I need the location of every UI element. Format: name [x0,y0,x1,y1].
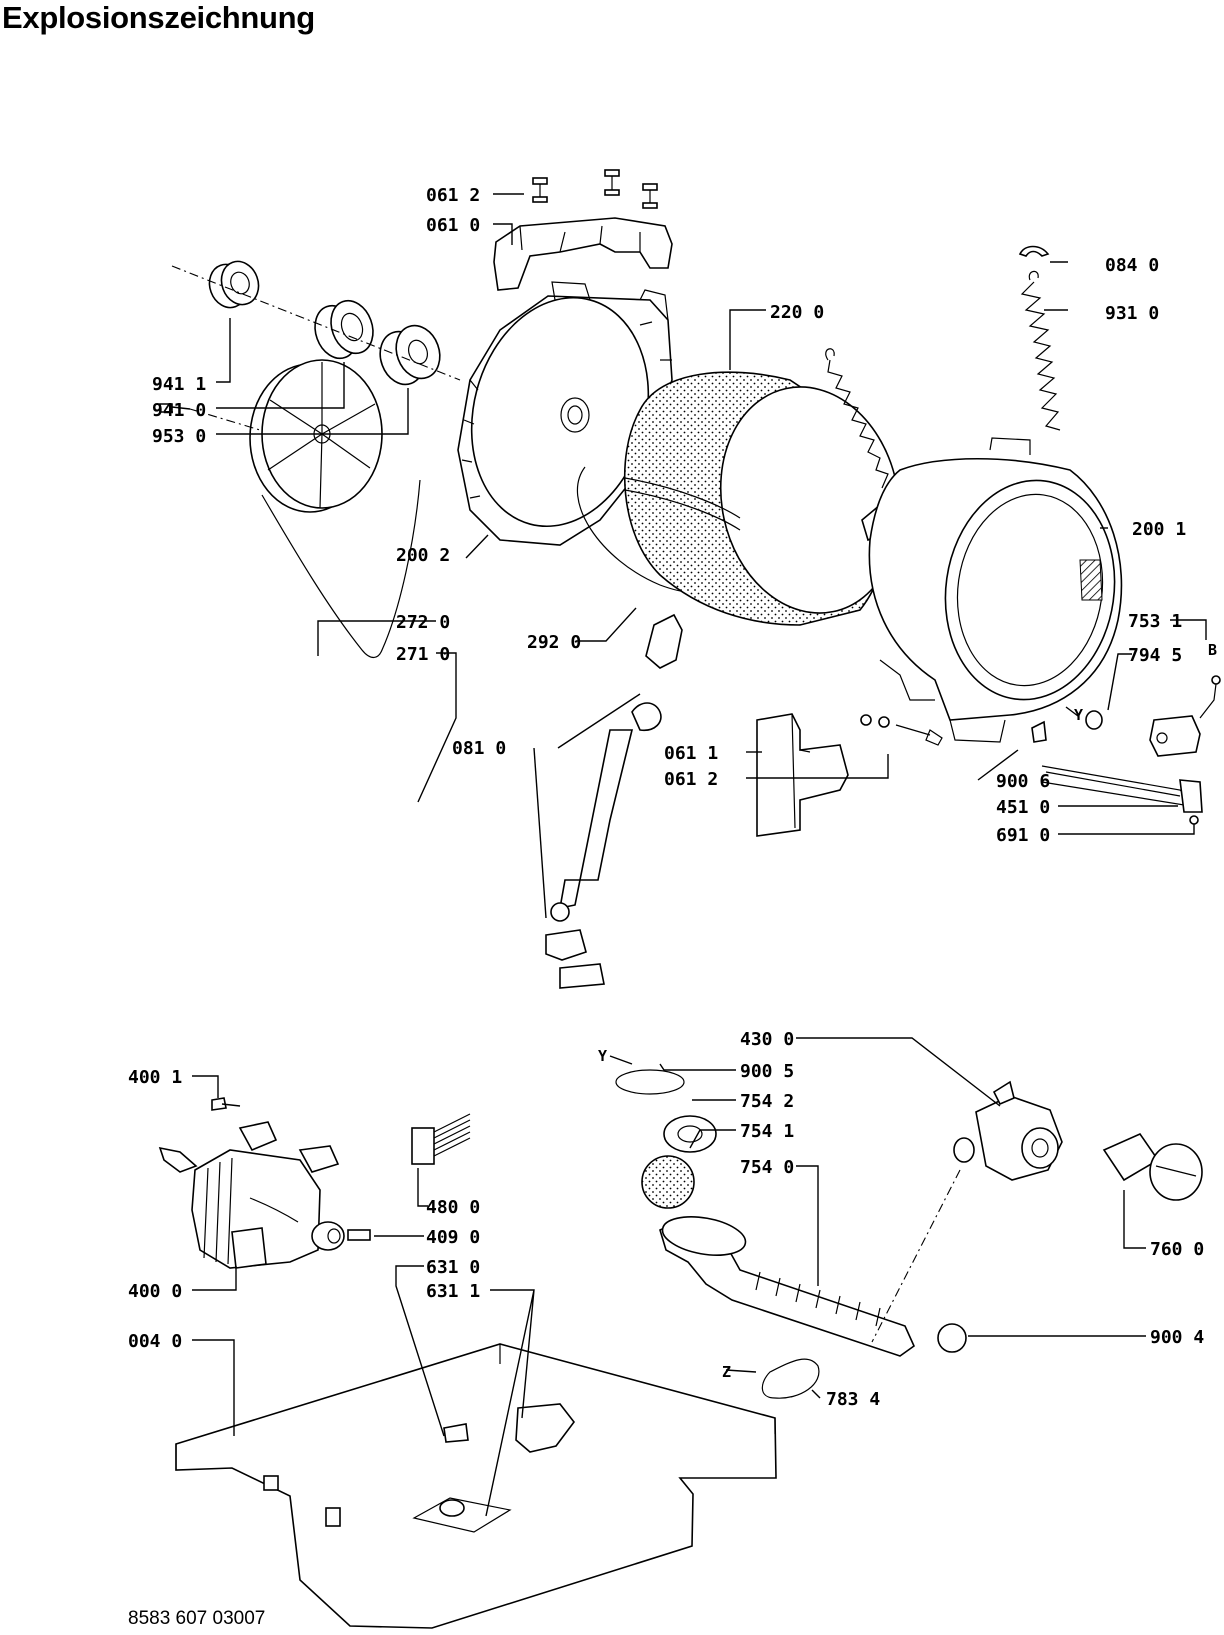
callout-0610: 061 0 [426,215,480,236]
callout-7945: 794 5 [1128,645,1182,666]
o-ring-part [615,1069,685,1095]
shaft-seal-part [379,324,441,386]
callout-4090: 409 0 [426,1227,480,1248]
sump-connector-part [761,1358,820,1399]
bearing-large-part [314,299,374,360]
pump-filter-part [1102,1132,1203,1201]
callout-6311: 631 1 [426,1281,480,1302]
callout-4000: 400 0 [128,1281,182,1302]
part-callouts: 061 2 061 0 084 0 931 0 220 0 941 1 941 … [128,185,1217,1410]
drive-belt-part [261,479,421,659]
hose-clamp-part [937,1323,967,1353]
callout-9005: 900 5 [740,1061,794,1082]
callout-2720: 272 0 [396,612,450,633]
callout-4800: 480 0 [426,1197,480,1218]
callout-9006: 900 6 [996,771,1050,792]
brush-part [347,1229,371,1241]
leader-lines [192,193,1207,1517]
callout-6910: 691 0 [996,825,1050,846]
callout-9410: 941 0 [152,400,206,421]
callout-2002: 200 2 [396,545,450,566]
wiring-connector-part [411,1113,471,1165]
callout-b: B [1208,641,1217,659]
callout-7540: 754 0 [740,1157,794,1178]
callout-7834: 783 4 [826,1389,880,1410]
pulley-bolt-part [159,403,191,413]
motor-screw-part [211,1097,241,1111]
callout-7542: 754 2 [740,1091,794,1112]
pulley-part [249,359,383,513]
screw-part [532,169,658,209]
callout-9530: 953 0 [152,426,206,447]
ntc-sensor-part [1149,675,1221,757]
callout-9004: 900 4 [1150,1327,1204,1348]
shock-absorber-part [545,613,683,989]
sump-hose-part [641,1115,915,1357]
top-bracket-part [493,217,673,291]
bearing-small-part [208,260,260,309]
drum-part [623,371,901,626]
motor-part [158,1121,345,1269]
callout-0612-b: 061 2 [664,769,718,790]
callout-9310: 931 0 [1105,303,1159,324]
callout-6310: 631 0 [426,1257,480,1278]
callout-2200: 220 0 [770,302,824,323]
callout-z: Z [722,1363,731,1381]
callout-2920: 292 0 [527,632,581,653]
callout-0810: 081 0 [452,738,506,759]
callout-2001: 200 1 [1132,519,1186,540]
document-code: 8583 607 03007 [128,1608,266,1629]
callout-4300: 430 0 [740,1029,794,1050]
callout-4001: 400 1 [128,1067,182,1088]
callout-7600: 760 0 [1150,1239,1204,1260]
callout-4510: 451 0 [996,797,1050,818]
callout-0612: 061 2 [426,185,480,206]
callout-2710: 271 0 [396,644,450,665]
callout-0840: 084 0 [1105,255,1159,276]
page-title: Explosionszeichnung [2,0,315,35]
callout-7541: 754 1 [740,1121,794,1142]
callout-0611: 061 1 [664,743,718,764]
heater-clip-part [1031,720,1047,743]
spring-part [1020,270,1061,431]
callout-7531: 753 1 [1128,611,1182,632]
clip-part [1018,245,1050,257]
counterweight-block-part [756,713,943,837]
callout-y-2: Y [598,1047,607,1065]
drain-pump-part [953,1080,1063,1181]
plug-part [1085,710,1103,730]
heater-element-part [1041,765,1203,825]
rear-tub-part [457,281,673,546]
callout-0040: 004 0 [128,1331,182,1352]
callout-y: Y [1074,706,1083,724]
base-frame-part [175,1343,777,1629]
front-tub-part [868,437,1123,743]
callout-9411: 941 1 [152,374,206,395]
